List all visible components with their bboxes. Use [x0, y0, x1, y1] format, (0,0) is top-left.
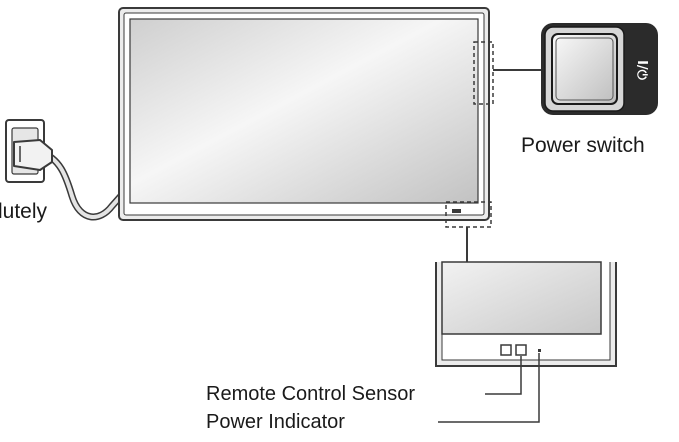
display-panel: [118, 7, 490, 221]
leader-lines: [438, 353, 540, 423]
remote-control-sensor: [515, 344, 527, 356]
remote-sensor-callout: [445, 201, 492, 262]
plug-caption-fragment: lutely: [0, 200, 48, 223]
power-symbol-text: I/⏻: [634, 60, 650, 80]
remote-control-sensor-label: Remote Control Sensor: [206, 383, 415, 405]
power-switch-label: Power switch: [521, 134, 645, 157]
power-cord: [36, 148, 132, 221]
power-switch-detail: [541, 23, 658, 115]
zoomed-corner-detail: [435, 261, 617, 367]
remote-sensor-window-left: [500, 344, 512, 356]
power-symbol-icon: I/⏻: [630, 56, 654, 84]
zoomed-screen: [441, 261, 602, 335]
power-switch-button: [551, 33, 618, 105]
power-indicator-label: Power Indicator: [206, 411, 345, 433]
power-switch-callout: [473, 41, 541, 105]
display-screen: [129, 18, 479, 204]
power-indicator-led: [538, 349, 541, 352]
power-plug-icon: [13, 139, 53, 171]
